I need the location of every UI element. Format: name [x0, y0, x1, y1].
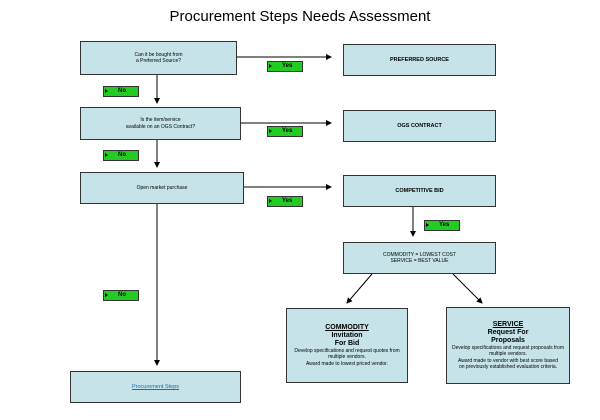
yes-tag-bid: Yes	[424, 220, 460, 231]
no-tag-preferred: No	[103, 86, 139, 97]
decision-preferred-source: Can it be bought from a Preferred Source…	[80, 41, 237, 75]
yes-tag-open-market: Yes	[267, 196, 303, 207]
commodity-service-box: COMMODITY = LOWEST COST SERVICE = BEST V…	[343, 242, 496, 274]
service-box: SERVICE Request For Proposals Develop sp…	[446, 307, 570, 384]
yes-tag-ogs: Yes	[267, 126, 303, 137]
yes-tag-preferred: Yes	[267, 61, 303, 72]
preferred-source-box: PREFERRED SOURCE	[343, 44, 496, 76]
open-market-box: Open market purchase	[80, 172, 244, 204]
no-tag-open-market: No	[103, 290, 139, 301]
no-tag-ogs: No	[103, 150, 139, 161]
ogs-contract-box: OGS CONTRACT	[343, 110, 496, 142]
diagram-title: Procurement Steps Needs Assessment	[169, 8, 431, 25]
decision-ogs-contract: Is the item/service available on an OGS …	[80, 107, 241, 140]
procurement-steps-link[interactable]: Procurement Steps	[131, 383, 180, 390]
procurement-steps-box: Procurement Steps	[70, 371, 241, 403]
arrow-to-commodity	[346, 273, 373, 304]
arrow-to-service	[452, 273, 483, 304]
commodity-box: COMMODITY Invitation For Bid Develop spe…	[286, 308, 408, 383]
competitive-bid-box: COMPETITIVE BID	[343, 175, 496, 207]
